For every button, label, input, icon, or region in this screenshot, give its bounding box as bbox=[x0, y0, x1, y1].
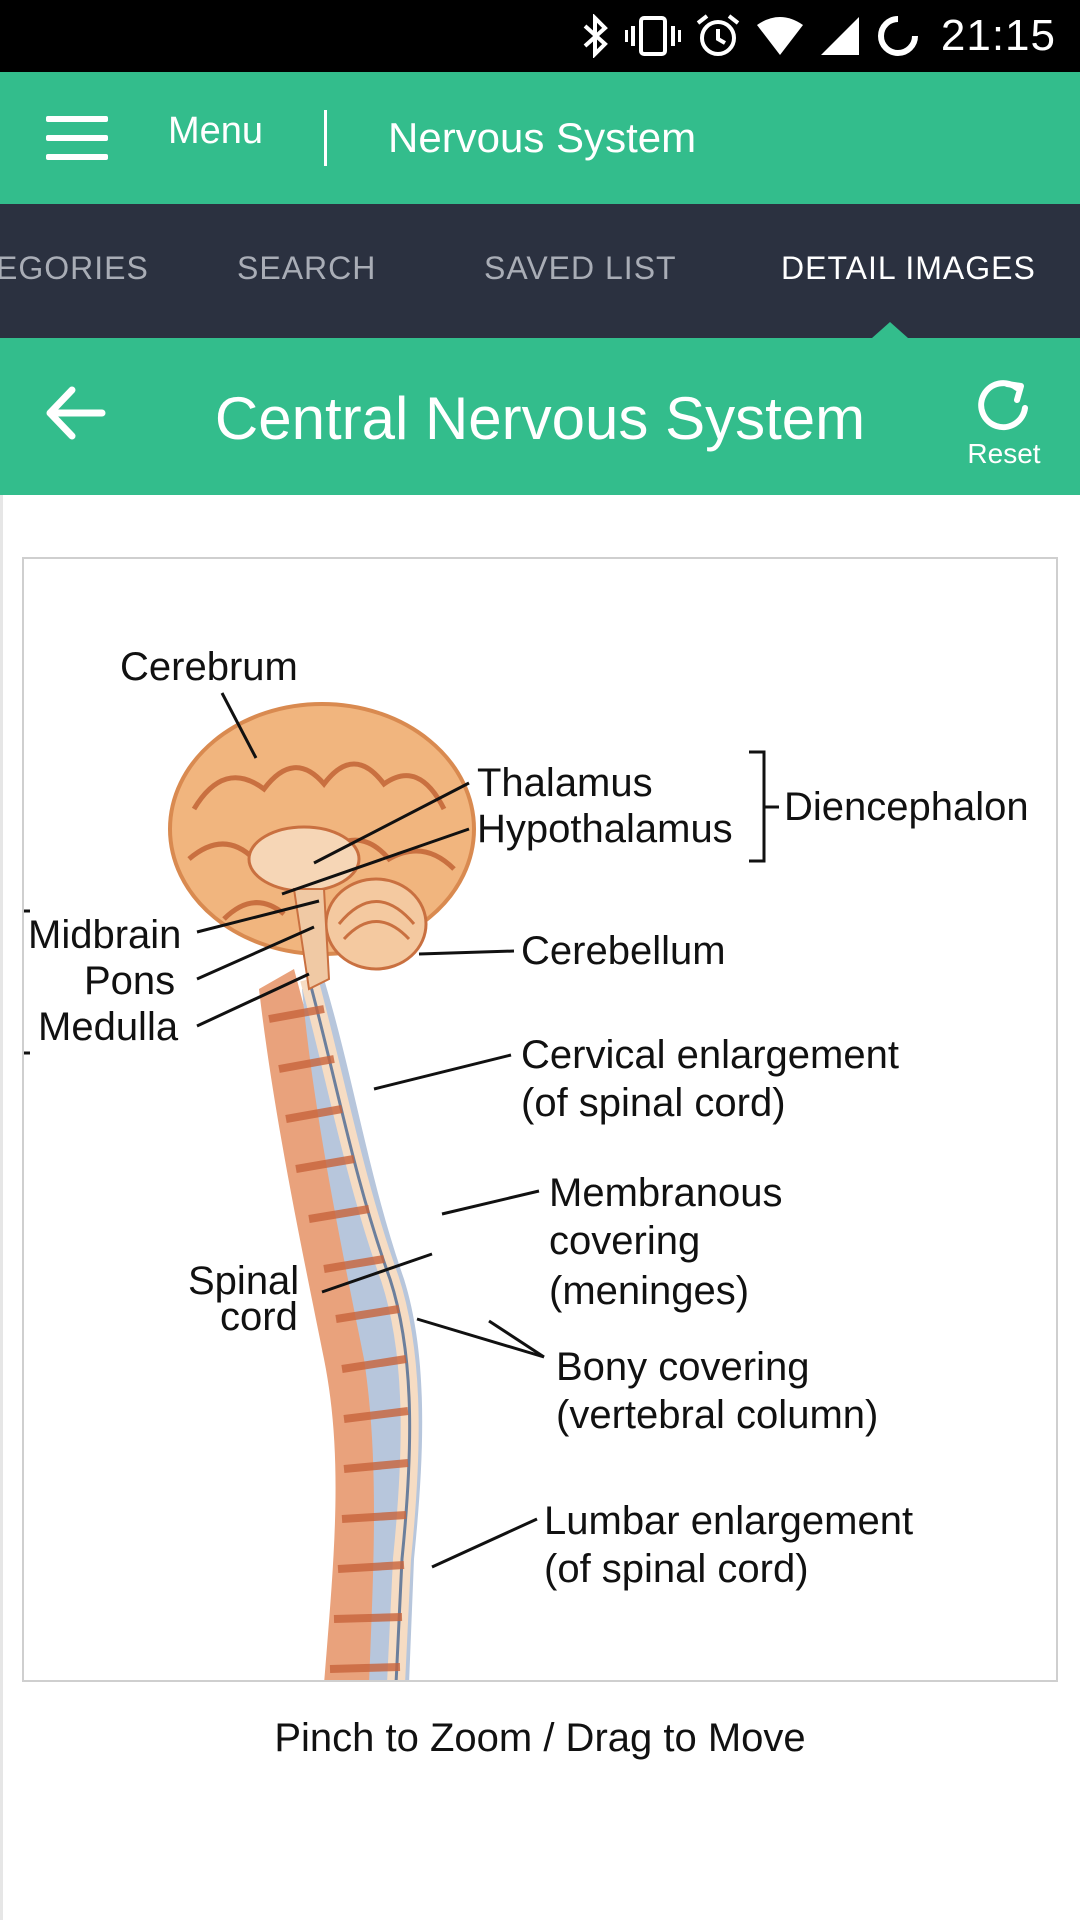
menu-label[interactable]: Menu bbox=[168, 110, 264, 152]
tab-detail-images[interactable]: DETAIL IMAGES bbox=[781, 250, 1036, 286]
label-meninges: (meninges) bbox=[549, 1269, 750, 1313]
status-icons: 21:15 bbox=[581, 8, 1056, 64]
hamburger-menu-icon[interactable] bbox=[46, 112, 110, 164]
label-lumbar-enlargement-sub: (of spinal cord) bbox=[544, 1547, 809, 1591]
app-title: Nervous System bbox=[388, 114, 697, 161]
label-membranous-covering: covering bbox=[549, 1219, 701, 1263]
label-lumbar-enlargement: Lumbar enlargement bbox=[544, 1499, 914, 1543]
tab-saved-list[interactable]: SAVED LIST bbox=[484, 250, 677, 286]
reset-label: Reset bbox=[967, 438, 1041, 469]
label-midbrain: Midbrain bbox=[28, 913, 182, 957]
reset-icon bbox=[978, 380, 1028, 431]
detail-image-viewer[interactable]: Cerebrum Thalamus Hypothalamus Diencepha… bbox=[22, 557, 1058, 1682]
signal-icon bbox=[820, 17, 859, 55]
label-cerebrum: Cerebrum bbox=[120, 645, 298, 689]
label-diencephalon: Diencephalon bbox=[784, 785, 1029, 829]
app-bar: Menu Nervous System bbox=[0, 72, 1080, 204]
content-left-edge bbox=[0, 495, 3, 1920]
label-thalamus: Thalamus bbox=[477, 761, 653, 805]
cns-illustration bbox=[24, 692, 779, 1680]
alarm-icon bbox=[696, 14, 740, 56]
app-bar-divider bbox=[324, 110, 327, 166]
label-spinal-cord: cord bbox=[220, 1295, 298, 1339]
reset-button[interactable]: Reset bbox=[966, 374, 1042, 470]
tab-search[interactable]: SEARCH bbox=[237, 250, 377, 286]
wifi-icon bbox=[756, 17, 803, 55]
label-cerebellum: Cerebellum bbox=[521, 929, 726, 973]
tab-bar: EGORIES SEARCH SAVED LIST DETAIL IMAGES bbox=[0, 204, 1080, 338]
page-title: Central Nervous System bbox=[214, 385, 866, 452]
sub-header: Central Nervous System Reset bbox=[0, 338, 1080, 495]
loading-icon bbox=[877, 16, 918, 56]
zoom-hint-text: Pinch to Zoom / Drag to Move bbox=[274, 1716, 806, 1760]
label-vertebral-column: (vertebral column) bbox=[556, 1393, 879, 1437]
label-medulla: Medulla bbox=[38, 1005, 179, 1049]
back-arrow-icon[interactable] bbox=[40, 378, 110, 448]
bluetooth-icon bbox=[583, 14, 608, 58]
status-bar: 21:15 bbox=[0, 0, 1080, 72]
label-bony-covering: Bony covering bbox=[556, 1345, 810, 1389]
label-cervical-enlargement-sub: (of spinal cord) bbox=[521, 1081, 786, 1125]
label-cervical-enlargement: Cervical enlargement bbox=[521, 1033, 899, 1077]
status-time: 21:15 bbox=[940, 11, 1056, 60]
tab-categories[interactable]: EGORIES bbox=[0, 250, 149, 286]
label-spinal: Spinal bbox=[188, 1259, 300, 1303]
label-hypothalamus: Hypothalamus bbox=[477, 807, 733, 851]
label-pons: Pons bbox=[84, 959, 176, 1003]
vibrate-icon bbox=[624, 16, 681, 56]
active-tab-indicator bbox=[872, 322, 908, 338]
label-membranous: Membranous bbox=[549, 1171, 783, 1215]
